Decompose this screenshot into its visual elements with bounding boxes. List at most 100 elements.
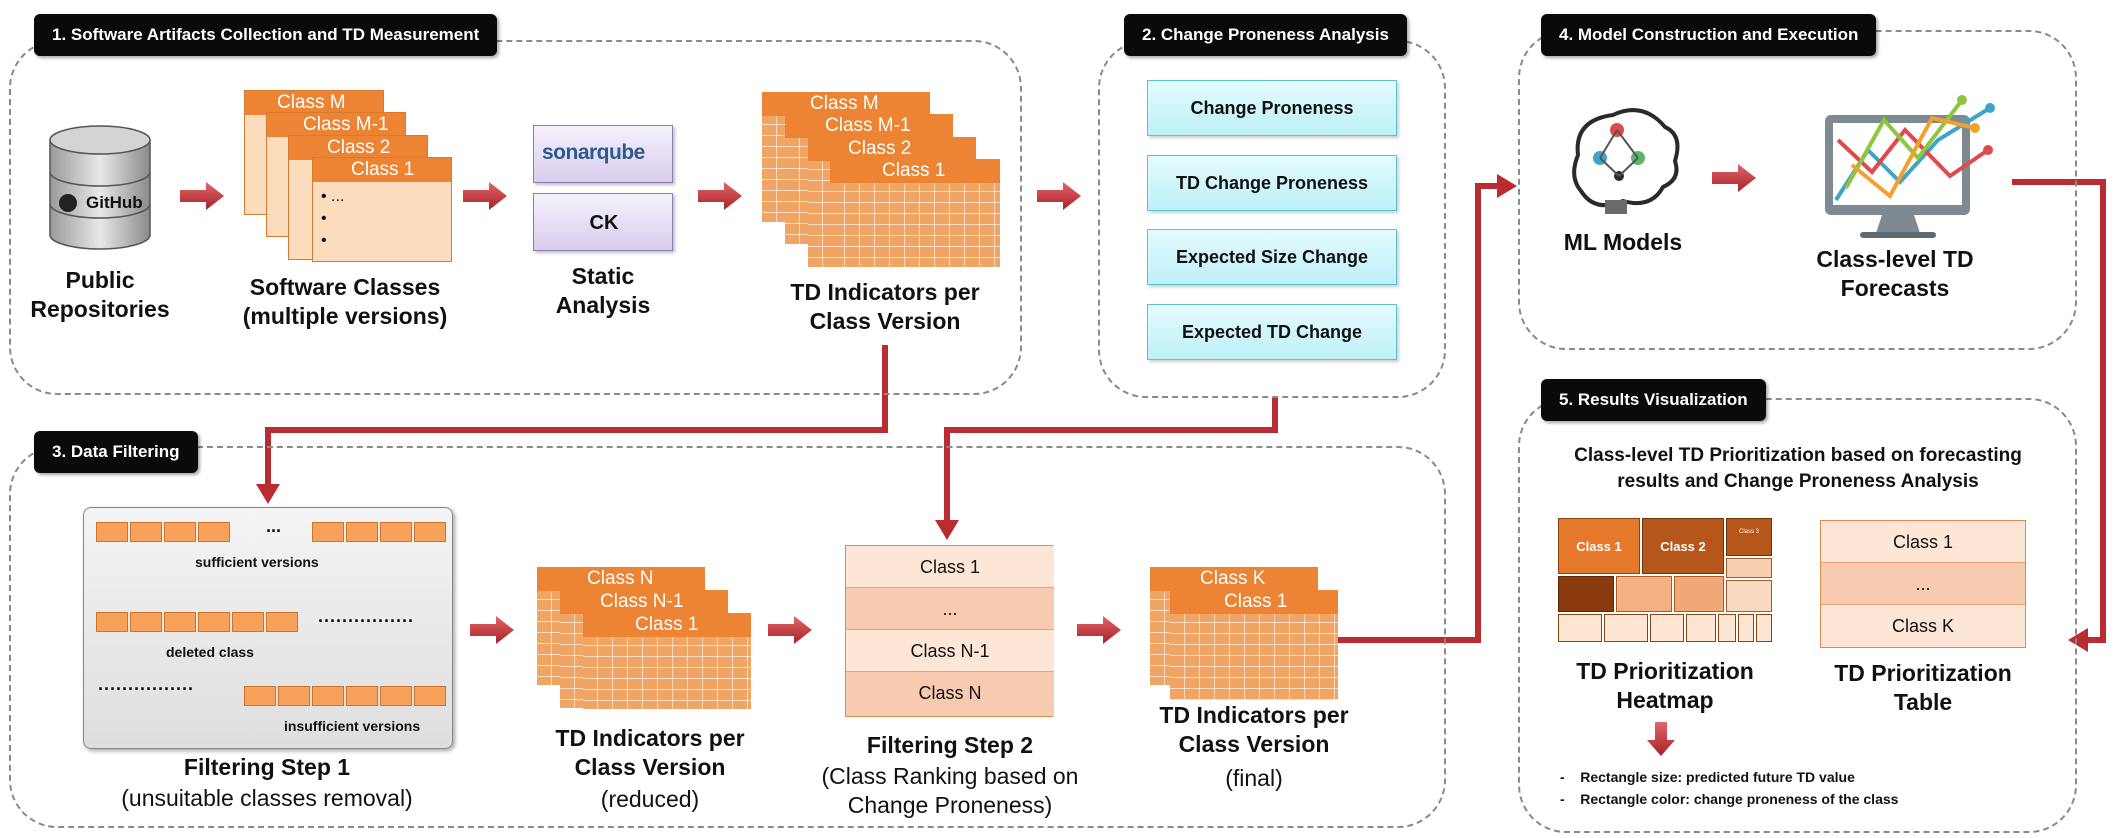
heatmap-cell bbox=[1738, 614, 1754, 642]
prioritization-row: Class 1 bbox=[1821, 521, 2025, 563]
metric-td-change-proneness: TD Change Proneness bbox=[1147, 155, 1397, 211]
card-header: Class K bbox=[1150, 567, 1318, 591]
connector-stage1-to-filter1 bbox=[265, 345, 888, 488]
td-indicators-line1: TD Indicators per bbox=[790, 279, 980, 305]
heatmap-label: TD Prioritization Heatmap bbox=[1550, 657, 1780, 715]
filter-step2-sub-line1: (Class Ranking based on bbox=[821, 763, 1079, 789]
section-title-3: 3. Data Filtering bbox=[34, 431, 198, 473]
arrow-analysis-to-td bbox=[698, 182, 742, 210]
arrow-reduced-to-filter2 bbox=[768, 616, 812, 644]
metric-expected-td-change: Expected TD Change bbox=[1147, 304, 1397, 360]
ranking-row: Class 1 bbox=[846, 546, 1054, 588]
section-title-4: 4. Model Construction and Execution bbox=[1541, 14, 1877, 56]
repos-label: Public Repositories bbox=[15, 266, 185, 324]
card-header: Class M-1 bbox=[267, 113, 405, 137]
ml-models-label: ML Models bbox=[1563, 229, 1683, 255]
deleted-label: deleted class bbox=[166, 644, 254, 660]
heatmap-cell bbox=[1726, 558, 1772, 578]
card-bullets: • ... • • bbox=[321, 188, 345, 249]
heatmap-cell bbox=[1756, 614, 1772, 642]
forecasts-label: Class-level TD Forecasts bbox=[1795, 245, 1995, 303]
heatmap-cell-class3: Class 3 bbox=[1726, 518, 1772, 556]
ranking-row: ... bbox=[846, 588, 1054, 630]
heatmap-cell bbox=[1718, 614, 1736, 642]
table-label-line2: Table bbox=[1893, 689, 1953, 715]
repos-label-line2: Repositories bbox=[30, 296, 170, 322]
filter-step2-sub: (Class Ranking based on Change Proneness… bbox=[790, 762, 1110, 820]
reduced-td-line2: Class Version bbox=[574, 754, 726, 780]
connector-stage2-to-filter2 bbox=[944, 398, 1278, 524]
filter-step1-sub: (unsuitable classes removal) bbox=[121, 785, 413, 811]
forecasts-line2: Forecasts bbox=[1840, 275, 1950, 301]
software-classes-line1: Software Classes bbox=[249, 274, 441, 300]
ck-tool-box: CK bbox=[533, 193, 673, 251]
td-heatmap: Class 1 Class 2 Class 3 bbox=[1558, 518, 1772, 646]
td-indicators-label: TD Indicators per Class Version bbox=[760, 278, 1010, 336]
heatmap-label-line1: TD Prioritization bbox=[1576, 658, 1754, 684]
prioritization-title-line1: Class-level TD Prioritization based on f… bbox=[1574, 445, 2022, 466]
final-td-sub: (final) bbox=[1225, 765, 1283, 791]
final-td-line1: TD Indicators per bbox=[1159, 702, 1349, 728]
reduced-td-label: TD Indicators per Class Version bbox=[530, 724, 770, 782]
section-title-2: 2. Change Proneness Analysis bbox=[1124, 14, 1407, 56]
heatmap-cell bbox=[1726, 580, 1772, 612]
card-header: Class M-1 bbox=[785, 114, 953, 138]
panel-stage1 bbox=[9, 40, 1022, 395]
ranking-row: Class N-1 bbox=[846, 630, 1054, 672]
dots-text: ................ bbox=[98, 674, 195, 694]
legend-note-1: - Rectangle size: predicted future TD va… bbox=[1560, 769, 1855, 785]
heatmap-cell bbox=[1650, 614, 1684, 642]
static-analysis-line1: Static bbox=[571, 263, 635, 289]
reduced-td-line1: TD Indicators per bbox=[555, 725, 745, 751]
sufficient-label: sufficient versions bbox=[195, 554, 319, 570]
heatmap-cell-class2: Class 2 bbox=[1642, 518, 1724, 574]
heatmap-cell-class1: Class 1 bbox=[1558, 518, 1640, 574]
prioritization-row: ... bbox=[1821, 563, 2025, 605]
heatmap-cell bbox=[1604, 614, 1648, 642]
ranking-table: Class 1 ... Class N-1 Class N bbox=[845, 545, 1054, 717]
heatmap-cell bbox=[1558, 576, 1614, 612]
static-analysis-label: Static Analysis bbox=[533, 262, 673, 320]
card-header: Class 1 bbox=[1170, 590, 1338, 614]
arrow-ml-to-forecast bbox=[1712, 164, 1756, 192]
connector-forecasts-to-table-head bbox=[2068, 628, 2088, 652]
forecast-monitor-icon bbox=[1825, 95, 1995, 238]
heatmap-cell bbox=[1558, 614, 1602, 642]
forecasts-line1: Class-level TD bbox=[1816, 246, 1974, 272]
card-header: Class N-1 bbox=[560, 590, 728, 614]
connector-stage1-to-filter1-head bbox=[256, 484, 280, 504]
legend-note-2: - Rectangle color: change proneness of t… bbox=[1560, 791, 1899, 807]
ck-label: CK bbox=[589, 212, 619, 234]
arrow-filter2-to-final bbox=[1077, 616, 1121, 644]
panel-stage3 bbox=[9, 446, 1446, 828]
card-header: Class M bbox=[762, 92, 930, 116]
software-classes-line2: (multiple versions) bbox=[242, 303, 448, 329]
github-database-icon bbox=[49, 125, 151, 250]
heatmap-cell bbox=[1686, 614, 1716, 642]
td-indicator-card: Class 1 bbox=[830, 159, 1000, 267]
repos-label-line1: Public bbox=[65, 267, 135, 293]
arrow-heatmap-down bbox=[1647, 722, 1675, 756]
dots-text: ................ bbox=[318, 606, 415, 626]
td-indicator-card: Class 1 bbox=[583, 613, 751, 709]
card-header: Class 1 bbox=[830, 159, 1000, 183]
connector-final-to-stage4 bbox=[1338, 183, 1500, 643]
reduced-td-sub: (reduced) bbox=[600, 786, 700, 812]
heatmap-label-line2: Heatmap bbox=[1616, 687, 1714, 713]
table-label: TD Prioritization Table bbox=[1808, 659, 2038, 717]
card-header: Class N bbox=[537, 567, 705, 591]
card-header: Class 1 bbox=[313, 158, 451, 182]
connector-stage2-to-filter2-head bbox=[935, 520, 959, 540]
bullet-ellipsis: ... bbox=[331, 188, 345, 205]
heatmap-cell bbox=[1674, 576, 1724, 612]
heatmap-cell bbox=[1616, 576, 1672, 612]
arrow-stage1-to-stage2 bbox=[1037, 182, 1081, 210]
sonarqube-tool-box: sonarqube bbox=[533, 125, 673, 183]
td-indicators-line2: Class Version bbox=[809, 308, 961, 334]
filter-step2-sub-line2: Change Proneness) bbox=[847, 792, 1053, 818]
arrow-classes-to-analysis bbox=[463, 182, 507, 210]
card-header: Class M bbox=[245, 91, 383, 115]
static-analysis-line2: Analysis bbox=[555, 292, 651, 318]
section-title-1: 1. Software Artifacts Collection and TD … bbox=[34, 14, 498, 56]
